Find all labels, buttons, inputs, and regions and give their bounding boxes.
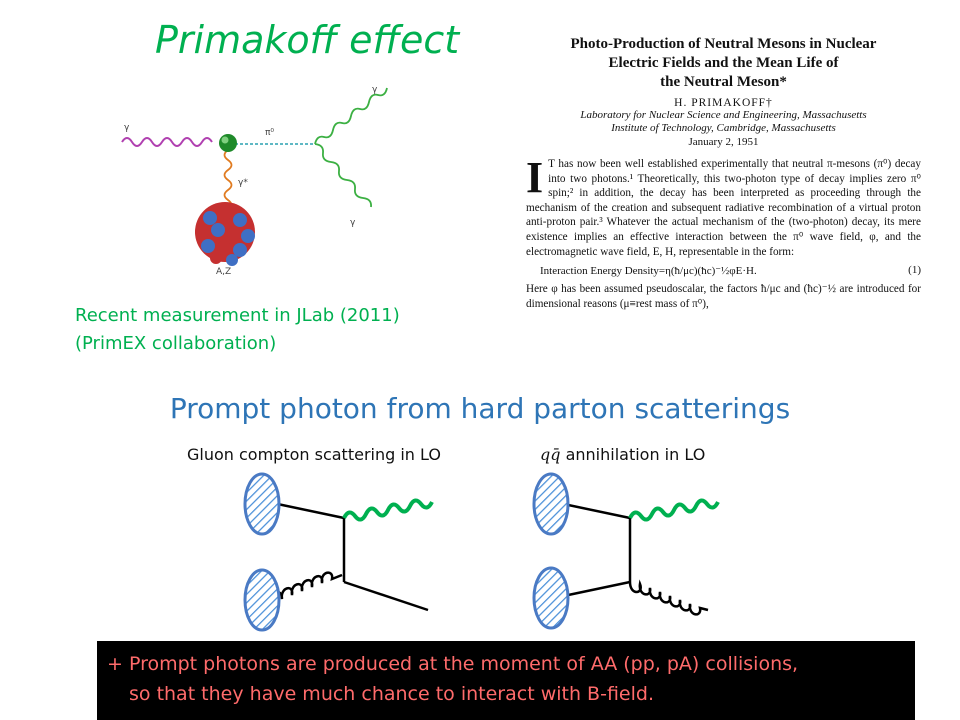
paper-title-line1: Photo-Production of Neutral Mesons in Nu… [570, 36, 877, 52]
paper-excerpt: Photo-Production of Neutral Mesons in Nu… [526, 35, 921, 365]
gamma-star-label: γ* [238, 178, 248, 188]
paper-equation-text: Interaction Energy Density=η(ħ/μc)(ħc)⁻½… [540, 265, 757, 278]
gluon-out-right [628, 579, 709, 616]
jlab-note-line2: (PrimEX collaboration) [75, 333, 277, 354]
bottom-note-box: + Prompt photons are produced at the mom… [97, 641, 915, 720]
pion-vertex-highlight [221, 136, 229, 144]
paper-body2: Here φ has been assumed pseudoscalar, th… [526, 283, 921, 310]
bottom-note-text: + Prompt photons are produced at the mom… [107, 649, 798, 709]
paper-date: January 2, 1951 [688, 136, 759, 148]
bottom-note-line1: + Prompt photons are produced at the mom… [107, 653, 799, 675]
paper-equation-number: (1) [908, 264, 921, 277]
proton-bottom-right [532, 566, 570, 630]
section-heading: Prompt photon from hard parton scatterin… [169, 392, 791, 425]
jlab-note-line1: Recent measurement in JLab (2011) [75, 305, 400, 326]
primakoff-diagram: γ π⁰ γ γ γ* A,Z [121, 85, 388, 277]
paper-body-text: T has now been well established experime… [526, 158, 921, 258]
gluon-compton-label: Gluon compton scattering in LO [187, 445, 441, 464]
qq-annihilation-label: qq̄ annihilation in LO [540, 445, 705, 464]
jlab-note: Recent measurement in JLab (2011) (PrimE… [75, 302, 400, 358]
nucleus [195, 202, 255, 266]
pi0-label: π⁰ [265, 128, 274, 138]
qq-symbol: qq̄ [540, 445, 561, 464]
paper-title-line3: the Neutral Meson* [660, 74, 787, 90]
incoming-photon-line [121, 137, 213, 147]
proton-top-right [532, 472, 570, 536]
paper-title-line2: Electric Fields and the Mean Life of [608, 55, 839, 71]
photon-out-left [342, 498, 434, 522]
slide-title: Primakoff effect [155, 18, 460, 62]
gamma-out-bottom-label: γ [350, 218, 356, 228]
gamma-out-top-label: γ [372, 85, 378, 95]
qq-annihilation-text: annihilation in LO [560, 445, 706, 464]
paper-affiliation-line1: Laboratory for Nuclear Science and Engin… [580, 109, 867, 121]
paper-dropcap: I [526, 153, 544, 202]
photon-out-right [628, 498, 720, 522]
paper-equation: Interaction Energy Density=η(ħ/μc)(ħc)⁻½… [540, 264, 921, 277]
gluon-compton-diagram [243, 472, 434, 632]
quark-line-top-left [267, 500, 345, 520]
proton-bottom-left [243, 568, 281, 632]
outgoing-photon-top [314, 87, 388, 145]
quark-line-out-left [343, 580, 429, 612]
nucleus-label: A,Z [216, 267, 231, 277]
proton-top-left [243, 472, 281, 536]
bottom-note-line2: so that they have much chance to interac… [129, 683, 654, 705]
qq-annihilation-diagram [532, 472, 720, 630]
paper-author: H. PRIMAKOFF† [674, 97, 773, 109]
outgoing-photon-bottom [314, 143, 372, 208]
gamma-in-label: γ [124, 123, 130, 133]
paper-affiliation-line2: Institute of Technology, Cambridge, Mass… [611, 122, 836, 134]
